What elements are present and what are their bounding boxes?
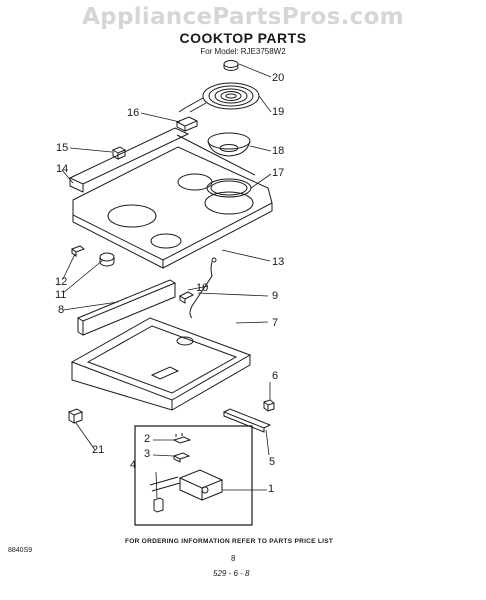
part-9-rod xyxy=(189,257,217,319)
callout-13: 13 xyxy=(272,256,285,268)
callout-10: 10 xyxy=(196,282,209,294)
part-1-switch-group xyxy=(134,425,253,526)
page-title: COOKTOP PARTS xyxy=(179,30,307,46)
part-18-drip-bowl xyxy=(207,132,251,157)
callout-3: 3 xyxy=(144,448,151,460)
callout-7: 7 xyxy=(272,317,279,329)
page-number: 8 xyxy=(231,554,236,563)
part-8-front-strip xyxy=(76,279,177,336)
callout-4: 4 xyxy=(130,459,137,471)
callout-20: 20 xyxy=(272,72,285,84)
part-13-cooktop xyxy=(68,127,273,269)
ordering-footer: FOR ORDERING INFORMATION REFER TO PARTS … xyxy=(125,538,334,545)
part-19-surface-element xyxy=(178,82,260,113)
page-reference: 529 - 6 - 8 xyxy=(213,569,250,578)
part-5-bracket xyxy=(222,408,272,433)
part-21-bracket xyxy=(67,408,84,424)
callout-15: 15 xyxy=(56,142,69,154)
callout-8: 8 xyxy=(58,304,65,316)
callout-19: 19 xyxy=(272,106,285,118)
callout-9: 9 xyxy=(272,290,279,302)
callout-14: 14 xyxy=(56,163,69,175)
model-line: For Model: RJE3758W2 xyxy=(200,47,286,56)
callout-6: 6 xyxy=(272,370,279,382)
part-10-bracket xyxy=(178,291,195,304)
part-11-spacer xyxy=(99,252,115,267)
callout-18: 18 xyxy=(272,145,285,157)
callout-11: 11 xyxy=(55,289,67,301)
part-7-burner-box xyxy=(70,317,252,411)
leader-lines xyxy=(61,63,272,499)
callout-1: 1 xyxy=(268,483,275,495)
part-16-terminal-block xyxy=(175,116,199,132)
callout-21: 21 xyxy=(92,444,105,456)
callout-17: 17 xyxy=(272,167,285,179)
part-12-clip xyxy=(70,245,86,257)
part-20-cap xyxy=(223,60,239,71)
callout-12: 12 xyxy=(55,276,68,288)
callout-16: 16 xyxy=(127,107,140,119)
callout-5: 5 xyxy=(269,456,276,468)
document-id: 8840S9 xyxy=(8,547,33,554)
watermark: AppliancePartsPros.com xyxy=(82,4,404,30)
callout-2: 2 xyxy=(144,433,151,445)
part-6-clip xyxy=(263,399,275,412)
